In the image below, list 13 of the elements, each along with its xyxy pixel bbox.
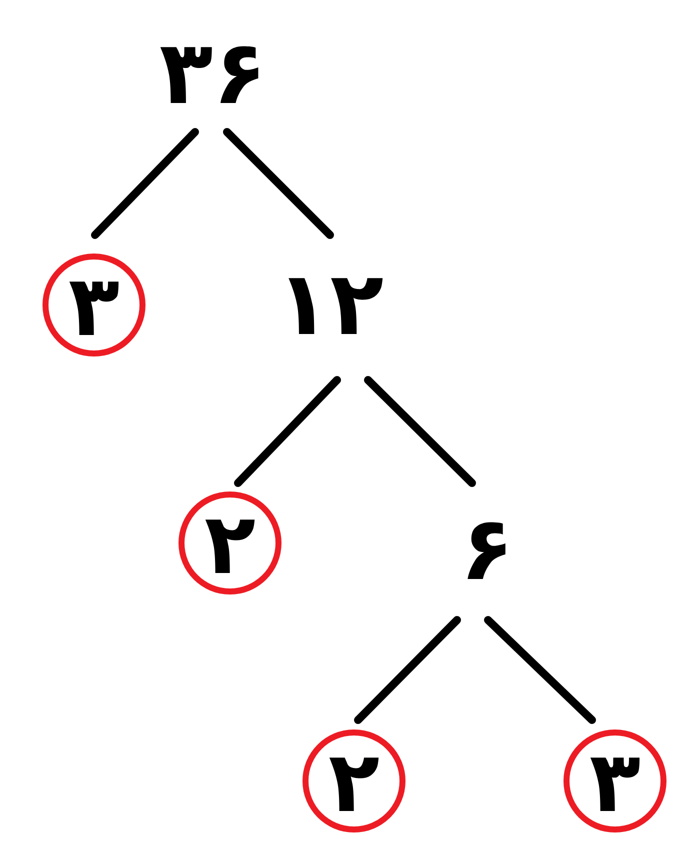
circled-number: ۳ [42, 254, 146, 356]
number: ۳۶ [160, 46, 258, 103]
circled-number: ۳ [564, 730, 666, 832]
number: ۱۲ [288, 278, 383, 334]
number: ۶ [468, 522, 506, 579]
branch-line [234, 376, 341, 487]
branch-line [354, 616, 461, 724]
circled-number: ۲ [178, 492, 282, 594]
branch-line [484, 616, 596, 724]
branch-line [223, 128, 334, 239]
branch-line [364, 376, 476, 487]
circled-number: ۲ [302, 730, 406, 832]
branch-line [91, 128, 199, 239]
